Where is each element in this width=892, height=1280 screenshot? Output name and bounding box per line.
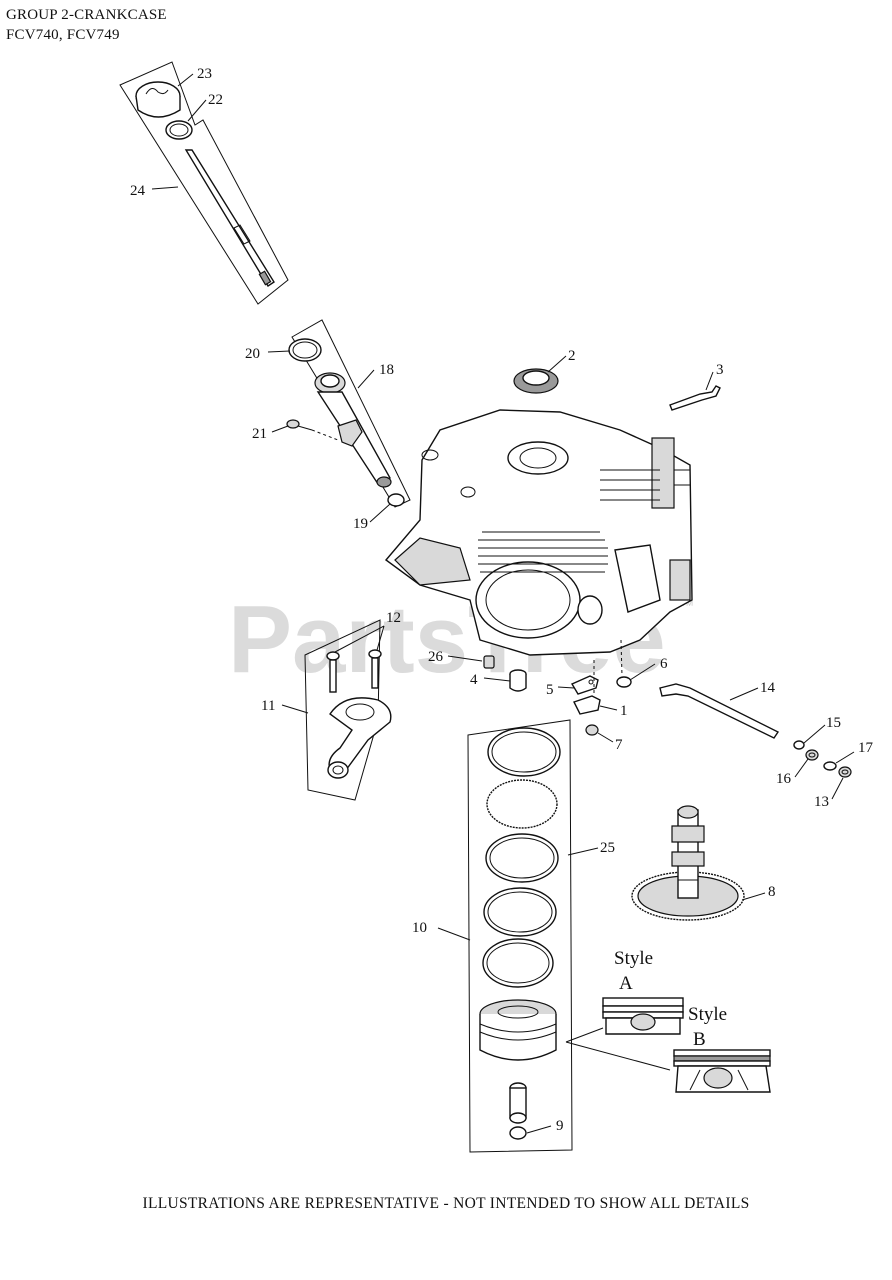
part-9-retainer[interactable] [509, 1126, 527, 1140]
callout-3: 3 [716, 362, 724, 378]
leader-lines [151, 73, 855, 1134]
part-5-governor-lever[interactable] [570, 675, 599, 695]
style-a-letter: A [619, 973, 633, 994]
callout-5: 5 [546, 682, 554, 698]
part-15-washer[interactable] [793, 740, 805, 750]
callout-20: 20 [245, 346, 260, 362]
part-18-dipstick-tube[interactable] [314, 372, 392, 488]
part-20-o-ring[interactable] [288, 338, 322, 362]
piston-style-a[interactable] [602, 997, 684, 1035]
part-2-oil-seal[interactable] [513, 368, 559, 394]
callout-11: 11 [261, 698, 275, 714]
callout-23: 23 [197, 66, 212, 82]
part-4-dowel[interactable] [509, 669, 527, 692]
part-24-dipstick[interactable] [184, 149, 275, 287]
part-21-screw[interactable] [286, 419, 339, 441]
part-13-washer[interactable] [838, 766, 852, 778]
part-10-piston[interactable] [479, 999, 557, 1061]
part-26-dowel-pin[interactable] [483, 655, 495, 669]
callout-4: 4 [470, 672, 478, 688]
part-8-camshaft[interactable] [631, 805, 745, 921]
part-6-washer[interactable] [616, 639, 632, 688]
callout-7: 7 [615, 737, 623, 753]
callout-1: 1 [620, 703, 628, 719]
connecting-rod-assembly[interactable] [304, 619, 392, 801]
crankcase-block[interactable] [384, 409, 693, 656]
callout-14: 14 [760, 680, 776, 696]
callout-2: 2 [568, 348, 576, 364]
piston-assembly[interactable] [467, 719, 573, 1153]
callout-8: 8 [768, 884, 776, 900]
style-b-letter: B [693, 1029, 706, 1050]
part-23-dipstick-cap[interactable] [135, 81, 181, 118]
part-19-o-ring[interactable] [387, 493, 405, 507]
diagram-model-numbers: FCV740, FCV749 [6, 27, 120, 43]
callout-15: 15 [826, 715, 841, 731]
part-22-o-ring[interactable] [165, 120, 193, 140]
part-16-washer[interactable] [805, 749, 819, 761]
part-17-washer[interactable] [823, 761, 837, 771]
part-12-rod-bolt[interactable] [326, 649, 382, 693]
diagram-group-title: GROUP 2-CRANKCASE [6, 7, 167, 23]
callout-13: 13 [814, 794, 829, 810]
part-7-nut[interactable] [585, 724, 599, 736]
callout-6: 6 [660, 656, 668, 672]
callout-17: 17 [858, 740, 874, 756]
part-1-governor-shaft[interactable] [573, 660, 601, 715]
callout-10: 10 [412, 920, 427, 936]
callout-18: 18 [379, 362, 394, 378]
part-3-breather-tube[interactable] [669, 385, 721, 411]
part-9-piston-pin[interactable] [509, 1082, 527, 1124]
piston-style-b[interactable] [673, 1049, 771, 1093]
diagram-disclaimer: ILLUSTRATIONS ARE REPRESENTATIVE - NOT I… [142, 1195, 750, 1212]
callout-16: 16 [776, 771, 792, 787]
part-14-governor-rod[interactable] [659, 683, 780, 739]
callout-21: 21 [252, 426, 267, 442]
callout-12: 12 [386, 610, 401, 626]
style-a-word: Style [614, 948, 653, 969]
dipstick-tube-assembly[interactable] [286, 319, 411, 508]
callout-22: 22 [208, 92, 223, 108]
part-11-connecting-rod[interactable] [327, 697, 392, 779]
callout-19: 19 [353, 516, 368, 532]
callout-25: 25 [600, 840, 615, 856]
part-25-piston-ring-set[interactable] [482, 727, 561, 988]
style-b-word: Style [688, 1004, 727, 1025]
callout-26: 26 [428, 649, 444, 665]
callout-9: 9 [556, 1118, 564, 1134]
callout-24: 24 [130, 183, 146, 199]
dipstick-assembly[interactable] [119, 61, 289, 305]
